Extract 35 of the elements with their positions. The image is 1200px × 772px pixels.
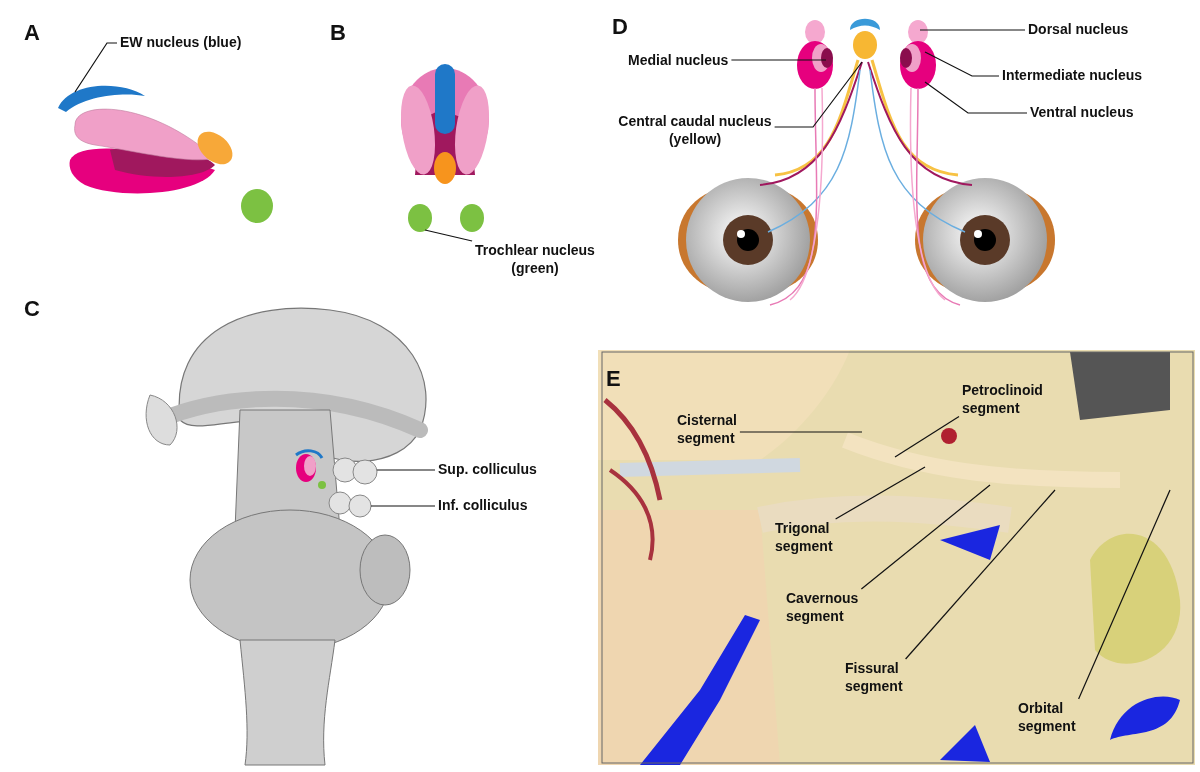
leader-line [424, 229, 473, 242]
label-text: Trigonal segment [775, 520, 834, 555]
leader-line [370, 505, 436, 507]
leader-line [924, 81, 1028, 114]
leader-line [376, 469, 436, 471]
label-text: EW nucleus (blue) [120, 34, 243, 52]
label-text: Intermediate nucleus [1002, 67, 1144, 85]
leader-line [919, 29, 1026, 31]
panel-letter: C [24, 296, 40, 322]
leader-line [835, 466, 926, 520]
leader-line [905, 489, 1056, 660]
leader-line [894, 415, 960, 458]
leader-line [74, 42, 118, 93]
label-text: Petroclinoid segment [962, 382, 1044, 417]
leader-line [774, 61, 863, 128]
panel-letter: B [330, 20, 346, 46]
label-text: Ventral nucleus [1030, 104, 1135, 122]
label-text: Central caudal nucleus (yellow) [617, 113, 773, 148]
label-text: Inf. colliculus [438, 497, 529, 515]
panel-letter: A [24, 20, 40, 46]
leader-line [730, 59, 827, 61]
label-text: Orbital segment [1018, 700, 1077, 735]
leader-line [860, 484, 991, 590]
label-text: Cisternal segment [677, 412, 738, 447]
leader-line [1078, 489, 1171, 700]
panel-letter: E [606, 366, 621, 392]
leader-line [924, 51, 1000, 77]
label-text: Medial nucleus [628, 52, 730, 70]
label-text: Cavernous segment [786, 590, 860, 625]
panel-letter: D [612, 14, 628, 40]
label-text: Sup. colliculus [438, 461, 538, 479]
label-text: Fissural segment [845, 660, 904, 695]
leader-line [739, 431, 863, 433]
label-text: Dorsal nucleus [1028, 21, 1130, 39]
label-text: Trochlear nucleus (green) [474, 242, 596, 277]
